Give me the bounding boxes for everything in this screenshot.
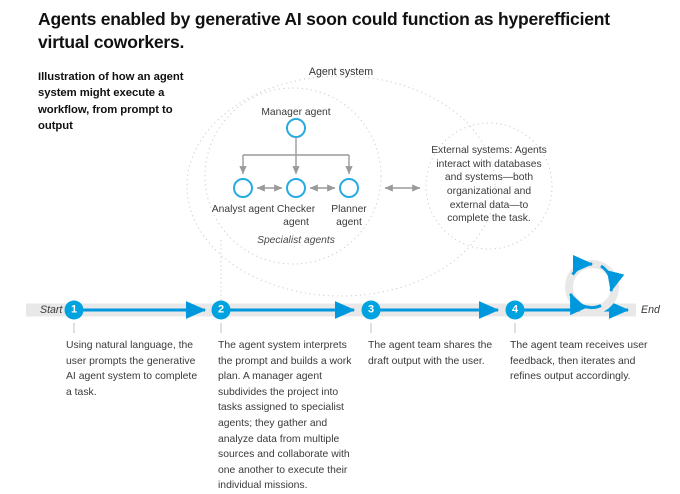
- timeline-start-label: Start: [40, 304, 63, 316]
- agent-system-label: Agent system: [308, 66, 374, 78]
- checker-agent-label: Checker agent: [276, 204, 316, 229]
- milestone-marker-1[interactable]: 1: [64, 300, 84, 320]
- page-title: Agents enabled by generative AI soon cou…: [38, 9, 610, 52]
- milestone-marker-2[interactable]: 2: [211, 300, 231, 320]
- step-description-3: The agent team shares the draft output w…: [368, 340, 493, 367]
- manager-agent-label: Manager agent: [261, 107, 331, 118]
- deck-caption: Illustration of how an agent system migh…: [38, 71, 184, 133]
- infographic-canvas: Agents enabled by generative AI soon cou…: [26, 9, 660, 491]
- diagram-svg: [26, 75, 636, 333]
- external-systems-boundary: [425, 122, 553, 250]
- planner-agent-label: Planner agent: [331, 204, 367, 229]
- analyst-agent-node: [233, 178, 253, 198]
- iteration-loop-icon: [565, 254, 625, 316]
- step-description-2: The agent system interprets the prompt a…: [218, 340, 352, 492]
- specialist-agents-label: Specialist agents: [257, 235, 335, 246]
- planner-agent-node: [339, 178, 359, 198]
- analyst-agent-label: Analyst agent: [211, 204, 275, 215]
- external-systems-label: External systems: Agents interact with d…: [431, 145, 547, 225]
- milestone-marker-4[interactable]: 4: [505, 300, 525, 320]
- step-description-4: The agent team receives user feedback, t…: [510, 340, 648, 383]
- agent-cluster-boundary: [204, 87, 382, 265]
- manager-branch-connector: [243, 137, 349, 156]
- step-description-1: Using natural language, the user prompts…: [66, 340, 198, 398]
- agent-system-boundary: [186, 75, 496, 297]
- manager-agent-node: [286, 118, 306, 138]
- milestone-marker-3[interactable]: 3: [361, 300, 381, 320]
- checker-agent-node: [286, 178, 306, 198]
- timeline-end-label: End: [641, 304, 660, 316]
